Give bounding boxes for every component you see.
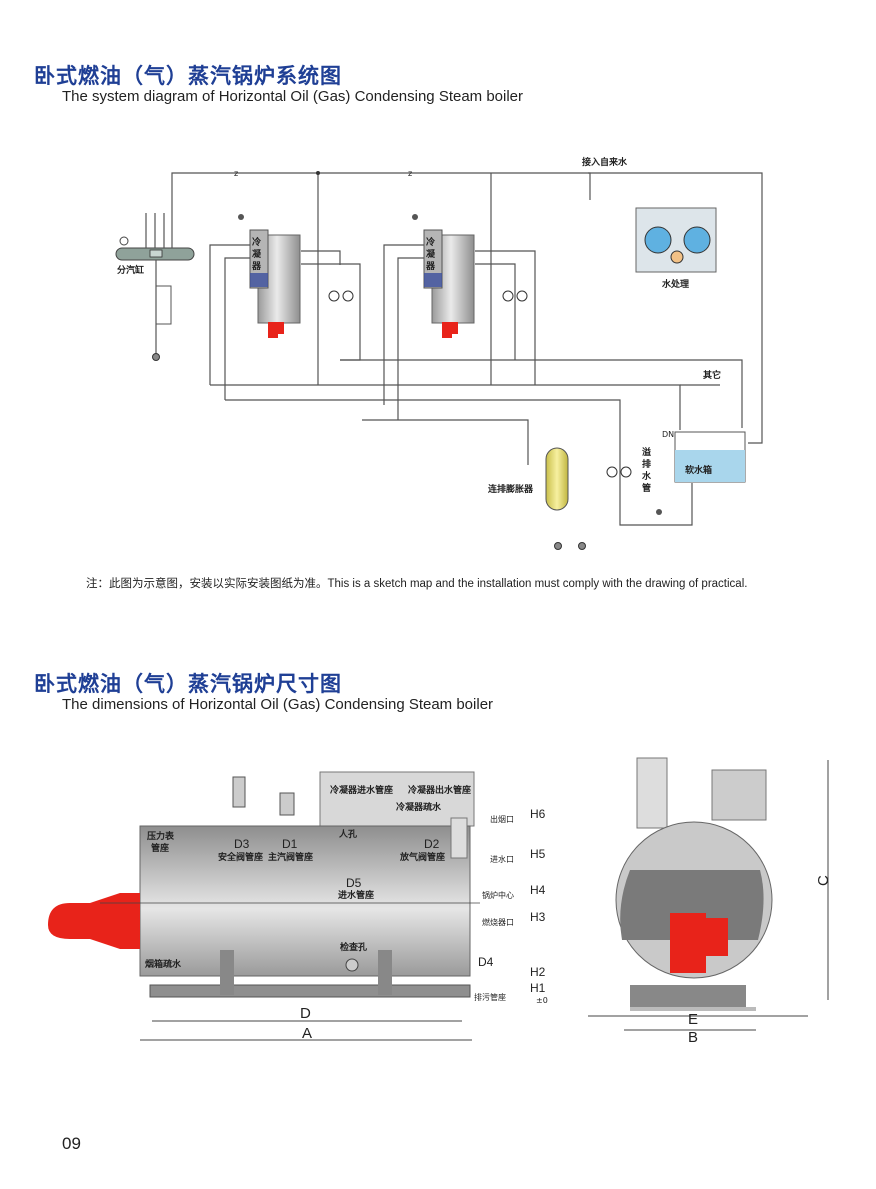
side-dimension-lines: D A [140, 1005, 472, 1042]
dimension-diagram-title-en: The dimensions of Horizontal Oil (Gas) C… [62, 696, 494, 713]
soft-water-tank-label: 软水箱 [685, 464, 712, 476]
h6-name: 出烟口 [490, 814, 514, 824]
d3-name: 安全阀管座 [218, 851, 263, 863]
boiler-side-view: 冷凝器进水管座 冷凝器出水管座 冷凝器疏水 压力表 管座 人孔 D3 安全阀管座… [48, 771, 494, 998]
pressure-gauge-label: 管座 [151, 842, 169, 854]
system-diagram-title-en: The system diagram of Horizontal Oil (Ga… [62, 88, 524, 105]
other-label: 其它 [703, 369, 721, 381]
height-marks: 出烟口 H6 进水口 H5 锅炉中心 H4 燃烧器口 H3 H2 排污管座 H1… [474, 807, 548, 1005]
overflow-label: 水 [642, 470, 652, 482]
h4-code: H4 [530, 883, 546, 897]
blowdown-expander-label: 连排膨胀器 [488, 483, 534, 495]
dimension-diagram-title-cn: 卧式燃油（气）蒸汽锅炉尺寸图 [34, 672, 342, 696]
steam-main-lines: z z [171, 169, 591, 385]
d4-code: D4 [478, 955, 494, 969]
condenser-label: 冷 [252, 236, 261, 248]
dn-label: DN [662, 430, 674, 439]
soft-water-tank: 软水箱 DN 溢 排 水 管 [606, 430, 746, 515]
h1-code: H1 [530, 981, 546, 995]
condenser-drain-label: 冷凝器疏水 [396, 801, 442, 813]
installation-note: 注：此图为示意图，安装以实际安装图纸为准。This is a sketch ma… [86, 578, 748, 590]
water-treatment-label: 水处理 [662, 278, 689, 290]
smokebox-drain-label: 烟箱疏水 [145, 958, 182, 970]
d1-name: 主汽阀管座 [268, 851, 313, 863]
d2-code: D2 [424, 837, 440, 851]
dim-b: B [688, 1029, 698, 1046]
condenser-label: 器 [251, 261, 262, 272]
condenser-label: 凝 [252, 248, 262, 260]
system-diagram: z z 分汽缸 冷 凝 器 冷 凝 器 [115, 156, 763, 550]
boiler-unit-1: 冷 凝 器 [209, 214, 361, 400]
pressure-gauge-label: 压力表 [147, 830, 175, 842]
condenser-label: 冷 [426, 236, 435, 248]
dim-a: A [302, 1025, 312, 1042]
system-diagram-title-cn: 卧式燃油（气）蒸汽锅炉系统图 [34, 64, 342, 88]
boiler-front-view: E B C [588, 757, 832, 1046]
condenser-outlet-label: 冷凝器出水管座 [408, 784, 471, 796]
manhole-label: 人孔 [338, 828, 357, 840]
d1-code: D1 [282, 837, 298, 851]
steam-header: 分汽缸 [115, 213, 195, 361]
dim-d: D [300, 1005, 311, 1022]
page-number: 09 [62, 1134, 81, 1153]
condenser-label: 凝 [426, 248, 436, 260]
tap-water-label: 接入自来水 [582, 156, 628, 168]
dim-e: E [688, 1011, 698, 1028]
boiler-unit-2: 冷 凝 器 [383, 214, 536, 420]
burner-icon [442, 322, 458, 338]
collector-lines: 其它 [210, 359, 743, 526]
h5-code: H5 [530, 847, 546, 861]
condenser-label: 器 [425, 261, 436, 272]
h3-code: H3 [530, 910, 546, 924]
overflow-label: 管 [642, 482, 651, 494]
zero-mark: ±0 [536, 996, 548, 1005]
dim-c: C [815, 875, 832, 886]
overflow-label: 排 [642, 458, 651, 470]
d3-code: D3 [234, 837, 250, 851]
d5-code: D5 [346, 876, 362, 890]
overflow-label: 溢 [642, 446, 651, 458]
h4-name: 锅炉中心 [482, 890, 514, 900]
h2-code: H2 [530, 965, 546, 979]
h3-name: 燃烧器口 [482, 917, 514, 927]
d2-name: 放气阀管座 [399, 851, 445, 863]
d5-name: 进水管座 [338, 889, 374, 901]
h1-name: 排污管座 [474, 992, 506, 1002]
h5-name: 进水口 [490, 854, 514, 864]
z-mark: z [408, 169, 412, 178]
steam-header-label: 分汽缸 [117, 264, 144, 276]
burner-icon [48, 893, 140, 949]
z-mark: z [234, 169, 238, 178]
burner-icon [268, 322, 284, 338]
condenser-inlet-label: 冷凝器进水管座 [330, 784, 393, 796]
inspection-hole-label: 检查孔 [340, 941, 367, 953]
h6-code: H6 [530, 807, 546, 821]
blowdown-expander: 连排膨胀器 [488, 447, 586, 550]
water-treatment-unit: 接入自来水 水处理 [582, 156, 763, 444]
